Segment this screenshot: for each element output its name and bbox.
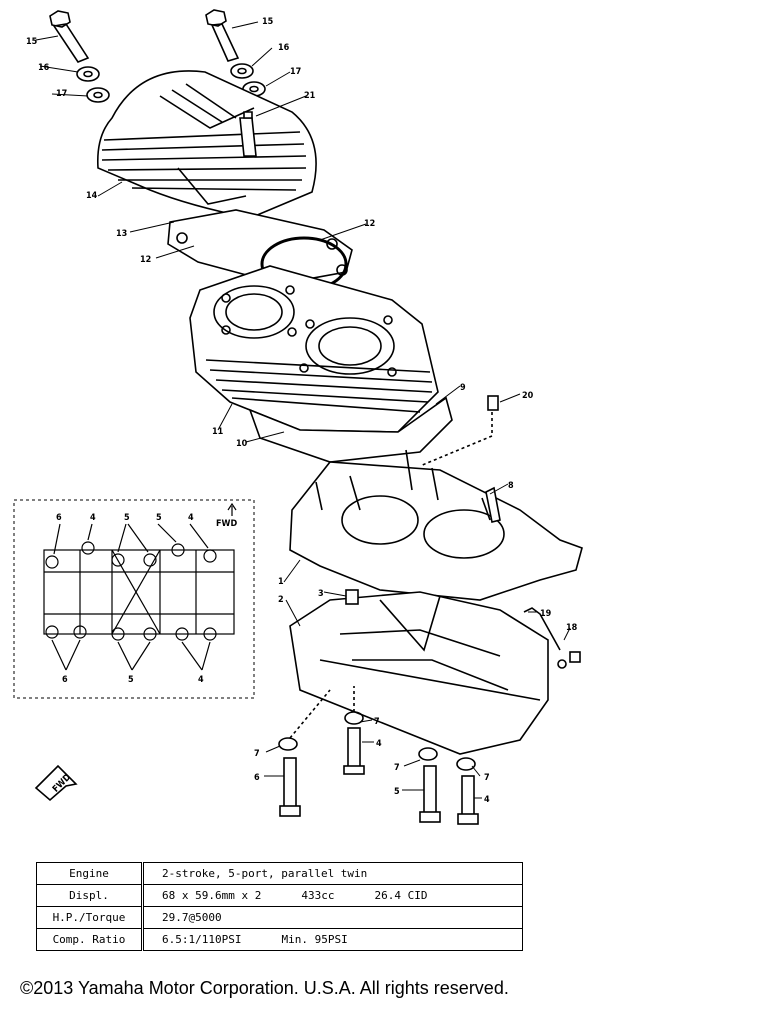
callout-11: 11 [212, 427, 224, 437]
inset-label-4-top: 4 [90, 513, 96, 523]
fitting-20 [487, 395, 499, 411]
spec-value-comp-ratio: 6.5:1/110PSI Min. 95PSI [142, 928, 523, 951]
callout-7-right: 7 [394, 763, 400, 773]
spec-value-displ: 68 x 59.6mm x 2 433cc 26.4 CID [142, 884, 523, 907]
callout-3: 3 [318, 589, 324, 599]
dowel-3 [345, 589, 359, 605]
spec-row-engine: Engine 2-stroke, 5-port, parallel twin [36, 862, 523, 885]
inset-label-5-top-a: 5 [124, 513, 130, 523]
callout-5: 5 [394, 787, 400, 797]
bolt-4-center [343, 711, 365, 775]
inset-fwd-label: FWD [216, 519, 237, 529]
spec-value-ratio: 6.5:1/110PSI [162, 933, 242, 946]
washer-16-right [230, 63, 254, 79]
washer-17-left [86, 87, 110, 103]
spec-row-comp-ratio: Comp. Ratio 6.5:1/110PSI Min. 95PSI [36, 928, 523, 951]
callout-19: 19 [540, 609, 552, 619]
bolt-5 [418, 747, 441, 823]
bolt-6 [278, 737, 301, 817]
callout-7-left: 7 [254, 749, 260, 759]
bolt-15-right [205, 9, 240, 62]
crankcase-lower-2 [289, 591, 549, 755]
callout-15-right: 15 [262, 17, 274, 27]
callout-10: 10 [236, 439, 248, 449]
callout-4-center: 4 [376, 739, 382, 749]
spec-value-hp-torque: 29.7@5000 [142, 906, 523, 929]
spec-label-displ: Displ. [36, 884, 144, 907]
callout-14: 14 [86, 191, 98, 201]
engine-spec-table: Engine 2-stroke, 5-port, parallel twin D… [36, 862, 523, 951]
callout-2: 2 [278, 595, 284, 605]
inset-label-4-bottom: 4 [198, 675, 204, 685]
callout-17-right: 17 [290, 67, 301, 77]
stud-8 [485, 486, 501, 523]
callout-8: 8 [508, 481, 514, 491]
inset-label-6-top: 6 [56, 513, 62, 523]
cylinder-gasket-10 [248, 396, 453, 463]
bolt-4-right [456, 757, 479, 825]
callout-20: 20 [522, 391, 534, 401]
callout-12-left: 12 [140, 255, 151, 265]
fwd-arrow-icon: FWD [34, 764, 78, 802]
callout-12-right: 12 [364, 219, 375, 229]
spec-row-hp-torque: H.P./Torque 29.7@5000 [36, 906, 523, 929]
bolt-15-left [49, 10, 90, 63]
callout-16-right: 16 [278, 43, 290, 53]
copyright-notice: ©2013 Yamaha Motor Corporation. U.S.A. A… [20, 978, 509, 998]
inset-label-5-top-b: 5 [156, 513, 162, 523]
callout-21: 21 [304, 91, 316, 101]
spec-label-engine: Engine [36, 862, 144, 885]
inset-label-6-bottom: 6 [62, 675, 68, 685]
washer-16-left [76, 66, 100, 82]
spec-value-cid: 26.4 CID [374, 889, 428, 902]
callout-18: 18 [566, 623, 578, 633]
cylinder-head-14 [96, 70, 317, 219]
screw-18 [523, 607, 561, 651]
inset-tightening-pattern: 6 4 5 5 4 FWD 6 5 4 [13, 499, 255, 699]
washer-19 [557, 659, 567, 669]
cylinder-11 [189, 265, 439, 433]
callout-7-center: 7 [374, 717, 380, 727]
callout-15-left: 15 [26, 37, 38, 47]
spec-label-comp-ratio: Comp. Ratio [36, 928, 144, 951]
callout-9: 9 [460, 383, 466, 393]
spec-value-cc: 433cc [301, 889, 335, 902]
crankcase-upper-1 [289, 449, 583, 601]
callout-16-left: 16 [38, 63, 50, 73]
spec-row-displ: Displ. 68 x 59.6mm x 2 433cc 26.4 CID [36, 884, 523, 907]
exploded-parts-diagram: 15 15 16 16 17 17 21 14 13 12 12 11 10 9… [13, 9, 583, 825]
spec-label-hp-torque: H.P./Torque [36, 906, 144, 929]
inset-label-5-bottom: 5 [128, 675, 134, 685]
callout-6: 6 [254, 773, 260, 783]
spec-value-min: Min. 95PSI [281, 933, 348, 946]
callout-17-left: 17 [56, 89, 67, 99]
inset-label-4-top-b: 4 [188, 513, 194, 523]
callout-1: 1 [278, 577, 284, 587]
spec-value-engine: 2-stroke, 5-port, parallel twin [142, 862, 523, 885]
callout-13: 13 [116, 229, 127, 239]
callout-7-far-right: 7 [484, 773, 490, 783]
callout-4-right: 4 [484, 795, 490, 805]
spec-value-bore-stroke: 68 x 59.6mm x 2 [162, 889, 262, 902]
